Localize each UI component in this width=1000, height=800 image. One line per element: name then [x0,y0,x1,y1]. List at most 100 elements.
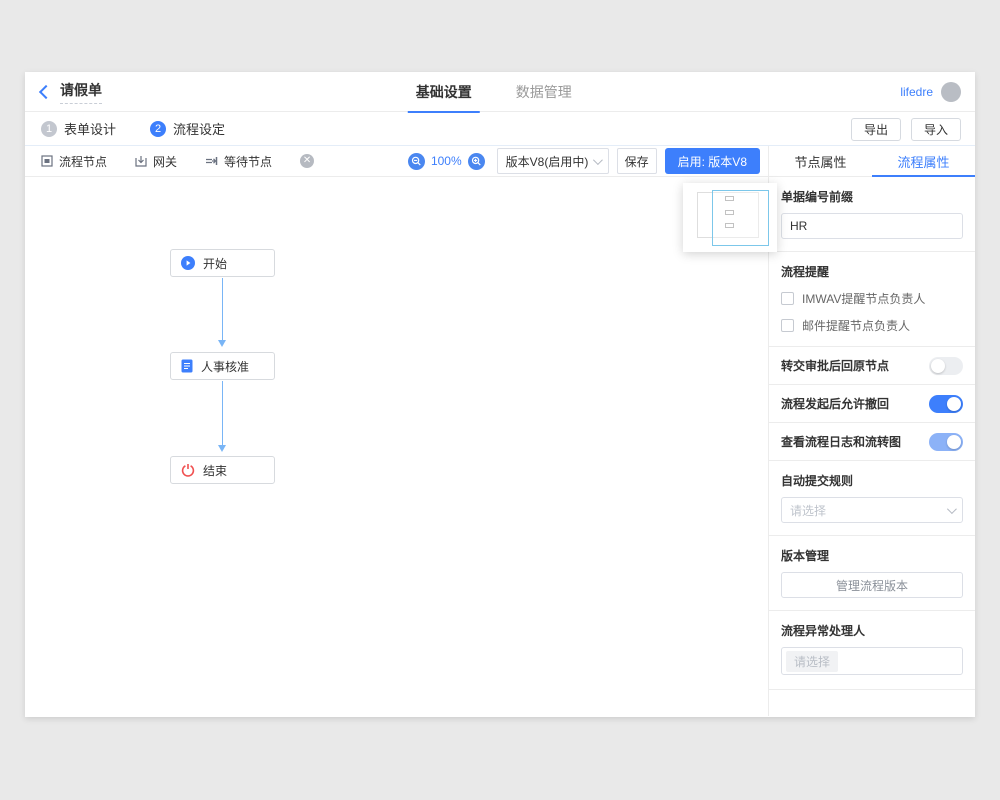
auto-submit-select[interactable]: 请选择 [781,497,963,523]
checkbox-icon[interactable] [781,292,794,305]
minimap-node [725,196,734,201]
auto-submit-label: 自动提交规则 [781,474,854,488]
gateway-icon [135,156,147,167]
app-window: 请假单 基础设置 数据管理 lifedre 1 表单设计 2 流程设定 导出 导… [25,72,975,717]
version-select[interactable]: 版本V8(启用中) [496,148,609,174]
section-reminders: 流程提醒 IMWAV提醒节点负责人 邮件提醒节点负责人 [781,252,963,346]
checkbox-email-label: 邮件提醒节点负责人 [802,319,911,333]
header: 请假单 基础设置 数据管理 lifedre [25,72,975,113]
node-start-label: 开始 [203,256,228,271]
flow-node-icon [41,155,53,167]
node-hr-approval-label: 人事核准 [201,359,250,374]
step-2-label: 流程设定 [173,122,226,137]
tab-flow-properties[interactable]: 流程属性 [872,146,975,177]
save-button[interactable]: 保存 [616,148,657,174]
divider [769,346,975,347]
zoom-in-icon[interactable] [467,152,485,170]
tab-data-management[interactable]: 数据管理 [515,84,572,100]
reminders-label: 流程提醒 [781,265,830,279]
username: lifedre [900,85,933,99]
palette-flow-node[interactable]: 流程节点 [41,153,107,170]
document-icon [181,359,193,373]
chevron-down-icon [592,154,603,165]
divider [769,610,975,611]
divider [769,689,975,690]
tab-basic-settings[interactable]: 基础设置 [407,72,480,113]
steps-actions: 导出 导入 [850,112,961,146]
exception-handler-input[interactable]: 请选择 [781,647,963,675]
step-1-badge: 1 [41,120,57,137]
chevron-down-icon [946,503,957,514]
prefix-label: 单据编号前缀 [781,190,854,204]
step-2-badge: 2 [150,120,167,137]
exception-handler-label: 流程异常处理人 [781,624,866,638]
tab-node-properties[interactable]: 节点属性 [794,154,847,170]
manage-versions-button[interactable]: 管理流程版本 [781,572,963,598]
minimap-node [725,223,734,228]
zoom-out-icon[interactable] [407,152,425,170]
node-start[interactable]: 开始 [170,249,275,277]
step-form-design[interactable]: 1 表单设计 [41,119,116,138]
toggle-row-view-logs: 查看流程日志和流转图 [781,423,963,460]
palette-gateway-label: 网关 [153,154,178,169]
toggle-allow-withdraw-label: 流程发起后允许撤回 [781,397,890,411]
divider [769,460,975,461]
enable-version-button[interactable]: 启用: 版本V8 [664,148,760,174]
section-exception-handler: 流程异常处理人 请选择 [781,611,963,689]
import-button[interactable]: 导入 [910,117,961,141]
node-hr-approval[interactable]: 人事核准 [170,352,275,380]
node-end[interactable]: 结束 [170,456,275,484]
zoom-controls: 100% [407,152,485,170]
auto-submit-placeholder: 请选择 [790,503,827,518]
power-icon [181,464,195,477]
wait-node-icon [206,157,218,165]
palette-flow-node-label: 流程节点 [59,154,108,169]
play-icon [181,256,195,270]
close-icon[interactable]: ✕ [300,154,315,168]
main: 开始 人事核准 结束 单据编 [25,177,975,716]
toggle-allow-withdraw[interactable] [929,394,963,413]
palette-wait-node-label: 等待节点 [224,154,273,169]
avatar[interactable] [941,82,961,102]
toggle-return-origin[interactable] [929,356,963,375]
toggle-return-origin-label: 转交审批后回原节点 [781,359,890,373]
divider [769,535,975,536]
user-group[interactable]: lifedre [900,72,961,112]
flow-connector [218,381,226,452]
checkbox-imwav-label: IMWAV提醒节点负责人 [802,292,926,306]
toggle-knob [931,358,945,373]
toggle-knob [947,434,961,449]
section-auto-submit: 自动提交规则 请选择 [781,461,963,535]
section-version-mgmt: 版本管理 管理流程版本 [781,536,963,610]
checkbox-icon[interactable] [781,319,794,332]
toggle-view-logs[interactable] [929,432,963,451]
header-tabs: 基础设置 数据管理 [407,72,572,113]
palette-wait-node[interactable]: 等待节点 [205,153,272,170]
toolbar-left: 流程节点 网关 等待节点 ✕ 100% 版本V8(启用中) 保存 启用: 版本V [25,146,768,177]
prefix-input[interactable] [781,213,963,239]
palette-gateway[interactable]: 网关 [135,153,177,170]
minimap-node [725,210,734,215]
exception-handler-placeholder: 请选择 [786,650,839,672]
toggle-row-allow-withdraw: 流程发起后允许撤回 [781,385,963,422]
page-title: 请假单 [60,80,102,104]
toggle-row-return-origin: 转交审批后回原节点 [781,347,963,384]
version-mgmt-label: 版本管理 [781,549,830,563]
back-chevron-icon [38,84,54,100]
properties-panel: 单据编号前缀 流程提醒 IMWAV提醒节点负责人 邮件提醒节点负责人 转交审批后… [768,177,975,716]
back-button[interactable]: 请假单 [38,72,102,112]
toggle-view-logs-label: 查看流程日志和流转图 [781,435,902,449]
flow-canvas[interactable]: 开始 人事核准 结束 [25,177,777,716]
checkbox-row-email[interactable]: 邮件提醒节点负责人 [781,317,963,334]
export-button[interactable]: 导出 [850,117,901,141]
flow-connector [218,278,226,347]
checkbox-row-imwav[interactable]: IMWAV提醒节点负责人 [781,290,963,307]
divider [769,384,975,385]
zoom-level: 100% [430,154,462,168]
toggle-knob [947,396,961,411]
panel-tabs: 节点属性 流程属性 [768,146,975,177]
minimap-viewport[interactable] [712,190,769,246]
toolbar: 流程节点 网关 等待节点 ✕ 100% 版本V8(启用中) 保存 启用: 版本V [25,146,975,177]
minimap[interactable] [683,183,777,252]
step-flow-design[interactable]: 2 流程设定 [150,119,225,138]
